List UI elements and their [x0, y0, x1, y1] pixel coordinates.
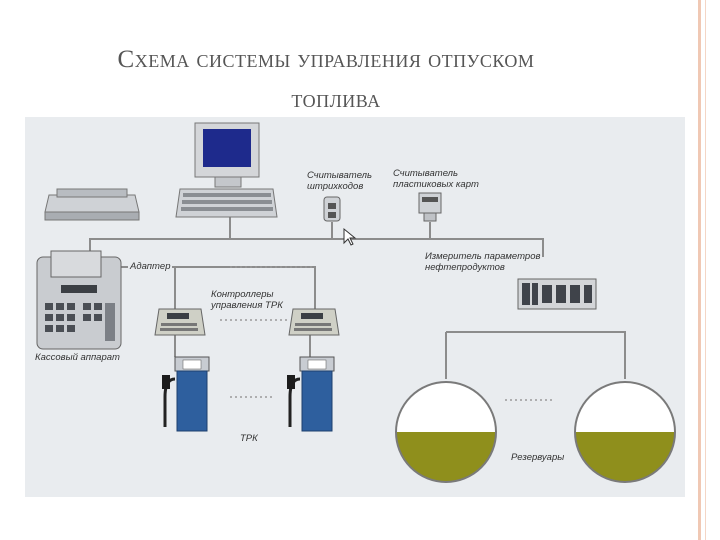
- slide-border: [694, 0, 720, 540]
- cash-register-label: Кассовый аппарат: [35, 352, 120, 363]
- adapter-label: Адаптер: [128, 261, 173, 272]
- barcode-reader-icon: [323, 196, 341, 222]
- controller-1-icon: [154, 308, 206, 336]
- slide-title: Схема системы управления отпуском топлив…: [0, 40, 672, 120]
- tank-2-icon: [574, 381, 676, 483]
- controller-2-icon: [288, 308, 340, 336]
- computer-icon: [175, 122, 278, 218]
- meter-unit-icon: [517, 278, 597, 310]
- adapter-line: [120, 266, 316, 309]
- diagram-graphics: [36, 122, 676, 483]
- printer-icon: [44, 188, 140, 221]
- card-reader-icon: [418, 192, 442, 222]
- fuel-pump-2-icon: [287, 356, 335, 432]
- tanks-label: Резервуары: [511, 452, 565, 463]
- fuel-dispenser-label: ТРК: [240, 433, 258, 444]
- title-line-1: Схема системы управления отпуском: [117, 46, 535, 73]
- network-lines: [89, 197, 626, 379]
- title-line-2: топлива: [291, 86, 381, 113]
- tank-connection-line: [446, 331, 626, 379]
- dotted-links: [220, 266, 555, 401]
- main-bus-line: [89, 238, 544, 257]
- fuel-pump-1-icon: [162, 356, 210, 432]
- cursor-icon: [343, 227, 357, 246]
- tank-1-icon: [395, 381, 497, 483]
- cash-register-icon: [36, 250, 122, 350]
